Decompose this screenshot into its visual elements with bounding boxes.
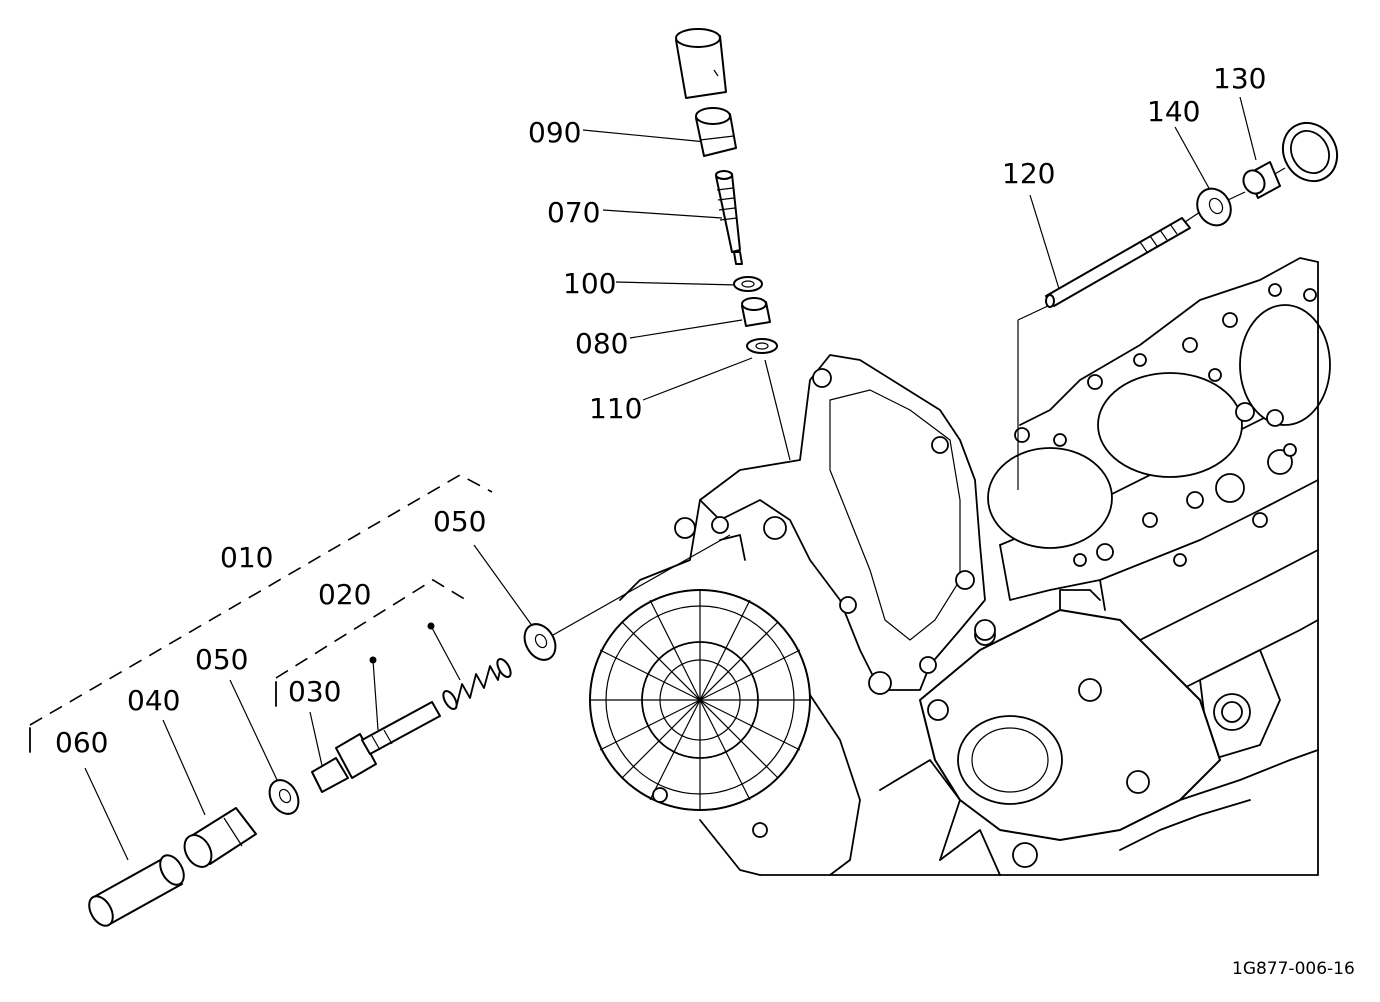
label-050-upper: 050 bbox=[433, 505, 486, 538]
label-030: 030 bbox=[288, 675, 341, 708]
label-120: 120 bbox=[1002, 157, 1055, 190]
label-130: 130 bbox=[1213, 62, 1266, 95]
label-040: 040 bbox=[127, 684, 180, 717]
label-100: 100 bbox=[563, 267, 616, 300]
part-labels: 090 070 100 080 110 120 140 130 050 010 … bbox=[55, 62, 1355, 979]
stud-assembly bbox=[1045, 121, 1339, 308]
label-010: 010 bbox=[220, 541, 273, 574]
label-020: 020 bbox=[318, 578, 371, 611]
label-090: 090 bbox=[528, 116, 581, 149]
label-060: 060 bbox=[55, 726, 108, 759]
label-050-lower: 050 bbox=[195, 643, 248, 676]
label-080: 080 bbox=[575, 327, 628, 360]
engine-block bbox=[589, 257, 1331, 876]
leader-lines bbox=[29, 96, 1286, 861]
injector-stack bbox=[675, 28, 778, 354]
label-140: 140 bbox=[1147, 95, 1200, 128]
left-assembly bbox=[88, 623, 557, 927]
label-070: 070 bbox=[547, 196, 600, 229]
label-110: 110 bbox=[589, 392, 642, 425]
drawing-reference: 1G877-006-16 bbox=[1232, 959, 1355, 979]
